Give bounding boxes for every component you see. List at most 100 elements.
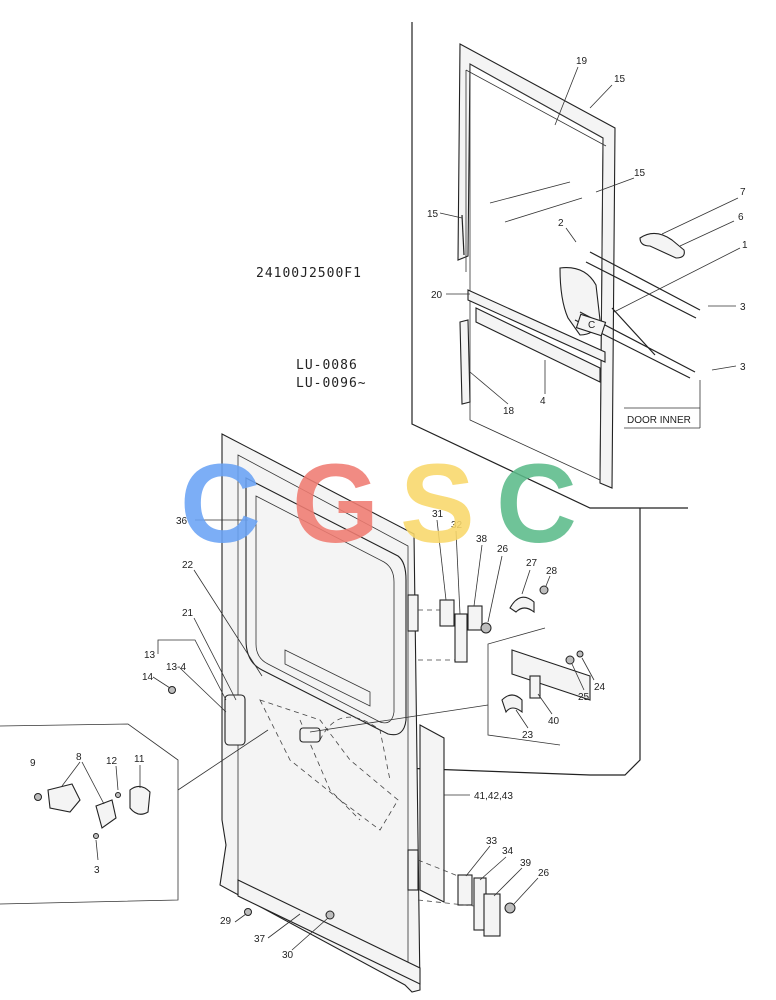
leader-33: [465, 845, 491, 877]
leader-21: [193, 617, 237, 701]
door-handle-bracket: [299, 727, 321, 743]
callout-2: 2: [558, 218, 564, 229]
glass-reflection-2: [504, 197, 583, 223]
hinge-part-39: [483, 893, 501, 937]
callout-7: 7: [740, 187, 746, 198]
callout-31: 31: [432, 509, 444, 520]
door-sill-part-37: [237, 879, 421, 985]
door-side-panel-part-41: [419, 724, 445, 903]
watermark-letter-4: C: [496, 441, 577, 566]
callout-14: 14: [142, 672, 154, 683]
callout-13: 13: [144, 650, 156, 661]
screw-part-28: [539, 585, 549, 595]
leader-24: [581, 657, 595, 681]
leader-40: [537, 693, 553, 715]
callout-15c: 15: [427, 209, 439, 220]
callout-21: 21: [182, 608, 194, 619]
glass-reflection-1: [489, 181, 571, 204]
callout-9: 9: [30, 758, 36, 769]
bolt-part-26a: [480, 622, 492, 634]
callout-22: 22: [182, 560, 194, 571]
door-leaders: [152, 519, 470, 951]
door-lock-part-13-4: [224, 694, 246, 746]
callout-20: 20: [431, 290, 443, 301]
striker-detail-border: [487, 627, 561, 746]
callout-38: 38: [476, 534, 488, 545]
leader-13: [157, 639, 227, 701]
watermark-letter-2: G: [292, 441, 379, 566]
leader-14: [152, 676, 171, 689]
callout-40: 40: [548, 716, 560, 727]
leader-18: [469, 371, 509, 405]
striker-detail: [309, 627, 595, 746]
screw-part-29: [244, 908, 252, 916]
door-window-channel: [284, 649, 371, 707]
bracket-part-27: [509, 596, 535, 614]
screw-part-9: [34, 793, 42, 801]
leader-30: [291, 917, 329, 951]
leader-13-4: [179, 667, 227, 713]
leader-3b: [711, 365, 737, 371]
leader-31: [436, 519, 447, 601]
glass-mark-label: C: [588, 320, 595, 331]
leader-29: [234, 913, 247, 923]
screw-part-14: [168, 686, 176, 694]
callout-23: 23: [522, 730, 534, 741]
leader-26a: [487, 555, 503, 623]
handle-detail-leader: [177, 729, 269, 791]
callout-26a: 26: [497, 544, 509, 555]
door-inner-rod-hidden-2: [319, 716, 391, 781]
regulator-glass-mount: [575, 313, 607, 337]
upper-panel: C DOOR INNER: [319, 22, 741, 776]
screw-part-3c: [93, 833, 99, 839]
callout-labels: 19 15 15 15 7 6 1 2 3 3 20 4 18 36 22 21…: [30, 56, 748, 961]
upper-hinge-group: [418, 519, 551, 663]
leader-26b: [513, 877, 539, 905]
screw-part-30: [325, 910, 335, 920]
glass-channel-part-20: [467, 289, 606, 363]
leader-19: [554, 66, 579, 126]
door-hinge-mount-lower: [407, 849, 419, 891]
window-frame-outer: [457, 43, 616, 489]
watermark-letter-3: S: [400, 441, 475, 566]
leader-12: [115, 765, 119, 791]
callout-26b: 26: [538, 868, 550, 879]
hinge-part-31: [439, 599, 455, 627]
serial-range-start: LU-0086: [296, 358, 358, 373]
callout-25: 25: [578, 692, 590, 703]
callout-1: 1: [742, 240, 748, 251]
upper-panel-border: [411, 22, 688, 509]
leader-28: [545, 575, 551, 587]
lower-hinge-group: [417, 845, 539, 937]
door-inner-mechanism-hidden: [259, 699, 399, 831]
callout-15b: 15: [634, 168, 646, 179]
leader-1: [613, 247, 741, 313]
leader-39: [493, 867, 523, 897]
door-hinge-mount-upper: [407, 594, 419, 632]
striker-plate: [511, 649, 591, 701]
connector-line-right: [319, 508, 641, 776]
callout-11: 11: [134, 754, 145, 765]
callout-28: 28: [546, 566, 558, 577]
serial-range-end: LU-0096~: [296, 376, 367, 391]
handle-detail: [0, 723, 269, 905]
striker-part-40: [529, 675, 541, 699]
watermark-letter-1: C: [180, 441, 261, 566]
callout-41-42-43: 41,42,43: [474, 791, 513, 802]
hinge-part-33: [457, 874, 473, 906]
leader-7: [661, 197, 739, 235]
hinge-part-32: [454, 613, 468, 663]
nut-part-24: [576, 650, 584, 658]
callout-4: 4: [540, 396, 546, 407]
callout-18: 18: [503, 406, 515, 417]
leader-25: [571, 663, 585, 691]
door-body: [168, 433, 445, 993]
callout-36: 36: [176, 516, 188, 527]
callout-3c: 3: [94, 865, 100, 876]
callout-3a: 3: [740, 302, 746, 313]
handle-latch-part-8: [47, 783, 81, 813]
regulator-arm-top-2: [589, 251, 701, 311]
bolt-part-26b: [504, 902, 516, 914]
